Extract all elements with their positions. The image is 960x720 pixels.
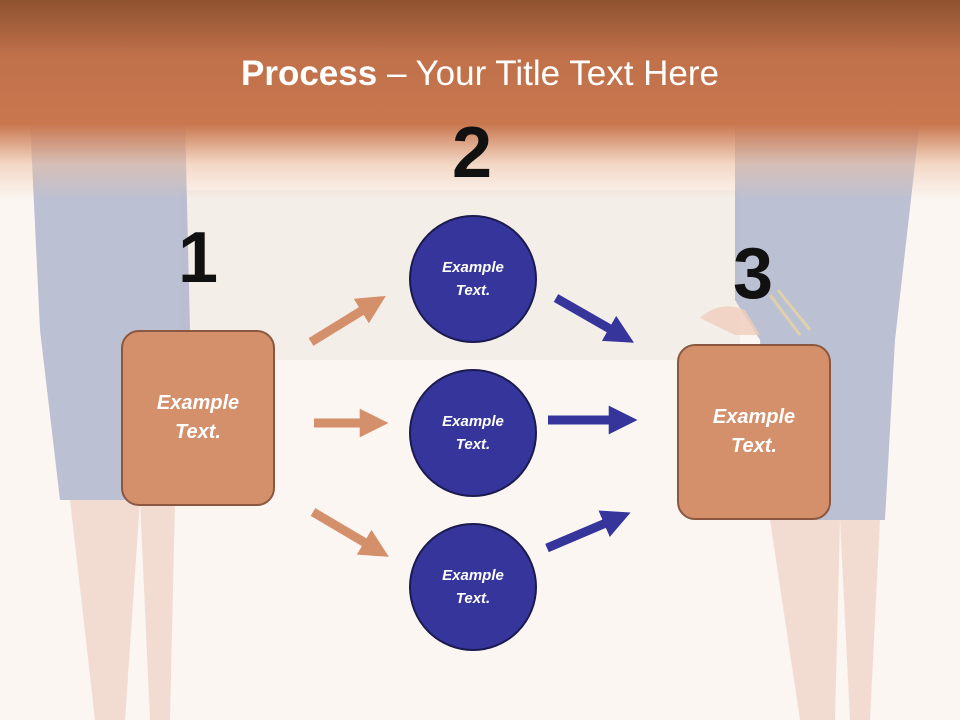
circle-middle: Example Text. (409, 369, 537, 497)
arrow-from-circle-top (553, 294, 634, 343)
end-box-text: Example Text. (712, 406, 796, 457)
start-box-text: Example Text. (156, 392, 240, 443)
title-rest: – Your Title Text Here (377, 54, 719, 93)
circle-middle-text: Example Text. (442, 413, 504, 453)
arrow-to-circle-top (308, 295, 386, 346)
header-band (0, 0, 960, 200)
arrow-from-circle-bottom (545, 510, 631, 553)
end-box: Example Text. (677, 344, 831, 520)
circle-top: Example Text. (409, 215, 537, 343)
arrow-to-circle-bottom (310, 508, 389, 557)
start-box: Example Text. (121, 330, 275, 506)
circle-bottom: Example Text. (409, 523, 537, 651)
slide-title: Process – Your Title Text Here (0, 52, 960, 96)
step-number-1: 1 (177, 218, 219, 298)
title-bold: Process (241, 54, 378, 93)
step-number-2: 2 (451, 113, 493, 193)
circle-bottom-text: Example Text. (442, 567, 504, 607)
step-number-3: 3 (732, 234, 774, 314)
circle-top-text: Example Text. (442, 259, 504, 299)
